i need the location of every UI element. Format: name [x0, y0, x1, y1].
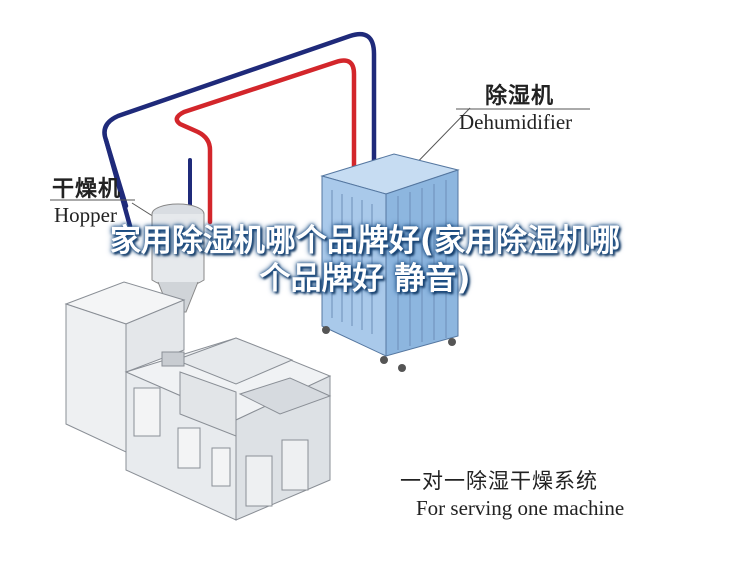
hopper-label-en: Hopper [54, 203, 117, 227]
injection-machine [64, 281, 332, 521]
blue-pipe-return [102, 31, 377, 229]
blue-pipe-hopper [103, 137, 129, 209]
red-pipe-supply [174, 58, 357, 225]
hopper-label-cn: 干燥机 [52, 177, 122, 202]
system-label-en: For serving one machine [416, 496, 625, 520]
dehumidifier-label-cn: 除湿机 [485, 84, 555, 109]
dehumidifier-label-en: Dehumidifier [459, 110, 573, 134]
dehumidifier-unit [320, 153, 460, 372]
overlay-title: 家用除湿机哪个品牌好(家用除湿机哪个品牌好 静音) [109, 223, 621, 297]
system-label-cn: 一对一除湿干燥系统 [400, 469, 598, 493]
